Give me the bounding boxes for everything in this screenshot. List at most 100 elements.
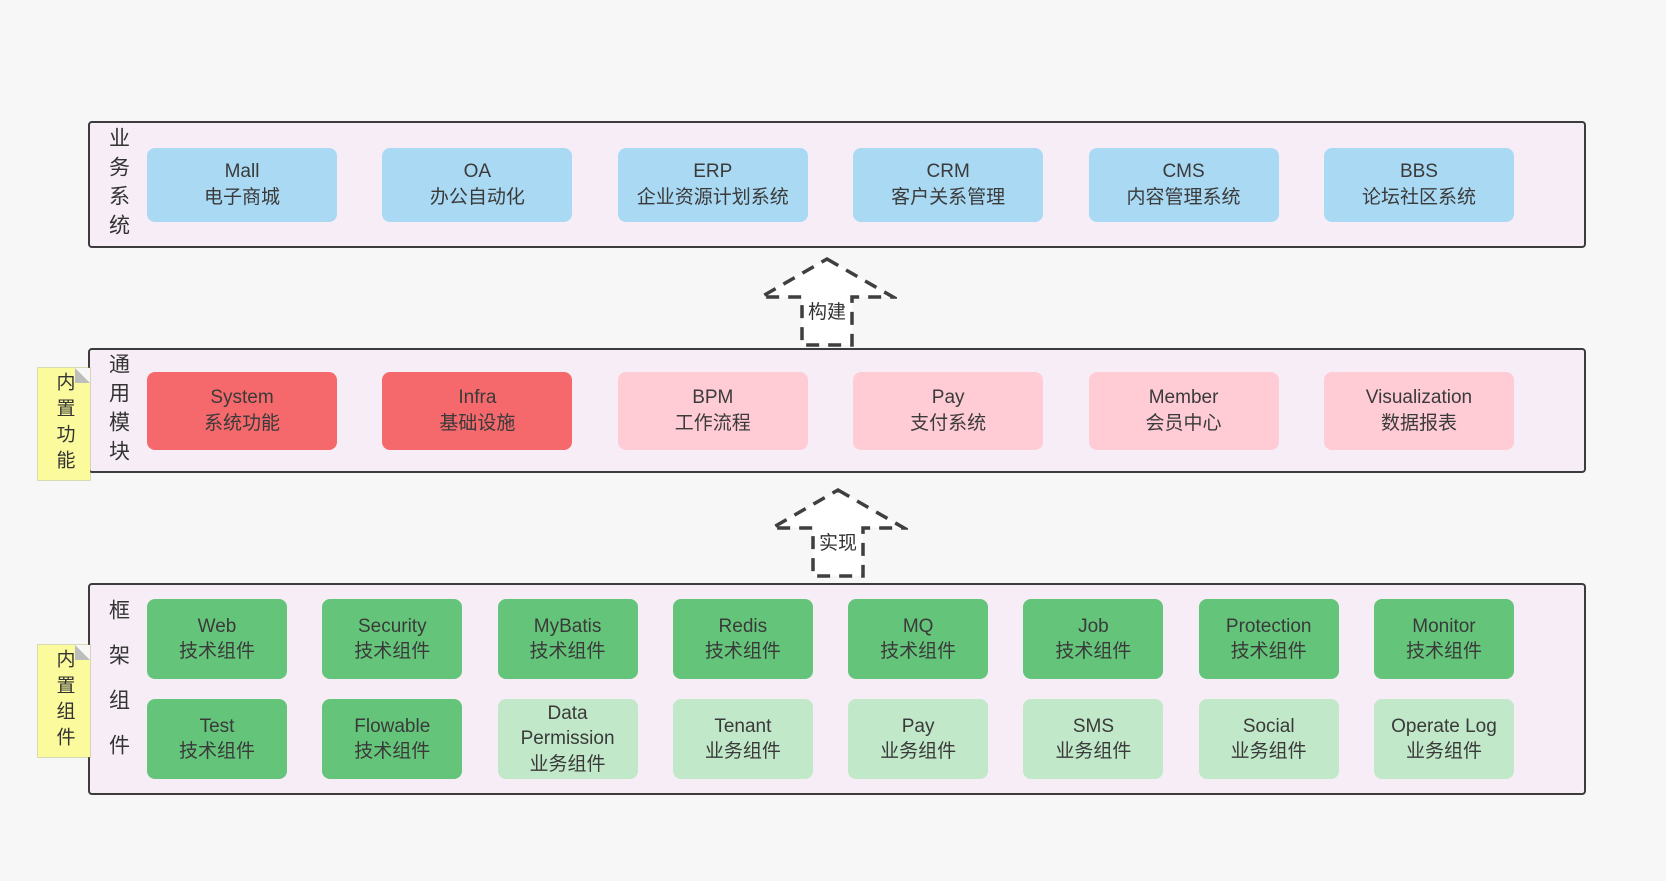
box-title: Protection	[1225, 615, 1312, 637]
box-subtitle: 论坛社区系统	[1361, 186, 1476, 208]
arrow-implement-label: 实现	[815, 528, 861, 555]
box-visualization: Visualization 数据报表	[1323, 371, 1514, 450]
box-title: CRM	[926, 161, 970, 183]
layer-label-column: 通用模块	[90, 350, 146, 471]
box-title: BPM	[692, 387, 734, 409]
box-subtitle: 数据报表	[1380, 412, 1457, 434]
arrow-build: 构建	[757, 256, 897, 348]
box-bpm: BPM 工作流程	[617, 371, 808, 450]
box-subtitle: 客户关系管理	[891, 186, 1006, 208]
biz-components-row: Test 技术组件 Flowable 技术组件 Data Permission …	[147, 699, 1514, 779]
layer-business-systems: 业务系统 Mall 电子商城 OA 办公自动化 ERP 企业资源计划系统 CRM…	[88, 121, 1586, 248]
box-security: Security 技术组件	[322, 599, 463, 679]
box-title: Test	[199, 715, 235, 737]
box-title: Flowable	[354, 715, 431, 737]
box-mq: MQ 技术组件	[848, 599, 989, 679]
box-protection: Protection 技术组件	[1198, 599, 1339, 679]
box-subtitle: 技术组件	[704, 641, 781, 662]
box-erp: ERP 企业资源计划系统	[617, 147, 808, 222]
box-subtitle: 技术组件	[178, 741, 255, 762]
box-social: Social 业务组件	[1198, 699, 1339, 779]
box-subtitle: 会员中心	[1145, 412, 1222, 434]
box-title: Social	[1242, 715, 1295, 737]
box-subtitle: 业务组件	[704, 741, 781, 762]
box-title: CMS	[1162, 161, 1205, 183]
box-member: Member 会员中心	[1088, 371, 1279, 450]
box-title: Redis	[718, 615, 768, 637]
box-title: Data Permission	[520, 703, 615, 750]
box-title: Tenant	[714, 715, 772, 737]
box-title: Pay	[931, 387, 965, 409]
sticky-note-built-in-components: 内置组件	[38, 645, 90, 757]
layer-label-business: 业务系统	[106, 126, 130, 243]
components-boxes-grid: Web 技术组件 Security 技术组件 MyBatis 技术组件 Redi…	[147, 585, 1514, 793]
box-sms: SMS 业务组件	[1023, 699, 1164, 779]
box-subtitle: 技术组件	[1230, 641, 1307, 662]
sticky-note-built-in-features: 内置功能	[38, 368, 90, 480]
box-subtitle: 业务组件	[880, 741, 957, 762]
box-title: Web	[197, 615, 237, 637]
box-subtitle: 系统功能	[203, 412, 280, 434]
box-title: ERP	[693, 161, 733, 183]
tech-components-row: Web 技术组件 Security 技术组件 MyBatis 技术组件 Redi…	[147, 599, 1514, 679]
box-subtitle: 技术组件	[354, 641, 431, 662]
box-subtitle: 业务组件	[1055, 741, 1132, 762]
box-tenant: Tenant 业务组件	[672, 699, 813, 779]
box-title: Visualization	[1365, 387, 1473, 409]
box-crm: CRM 客户关系管理	[853, 147, 1044, 222]
box-subtitle: 内容管理系统	[1126, 186, 1241, 208]
box-title: SMS	[1072, 715, 1114, 737]
box-subtitle: 电子商城	[203, 186, 280, 208]
box-bbs: BBS 论坛社区系统	[1323, 147, 1514, 222]
arrow-build-label: 构建	[804, 297, 850, 324]
box-redis: Redis 技术组件	[672, 599, 813, 679]
box-title: Security	[357, 615, 427, 637]
box-title: System	[210, 387, 274, 409]
box-pay-biz: Pay 业务组件	[848, 699, 989, 779]
box-subtitle: 工作流程	[674, 412, 751, 434]
sticky-note-text: 内置功能	[53, 372, 75, 476]
box-data-permission: Data Permission 业务组件	[497, 699, 638, 779]
box-subtitle: 技术组件	[1055, 641, 1132, 662]
layer-framework-components: 框架组件 Web 技术组件 Security 技术组件 MyBatis 技术组件…	[88, 583, 1586, 795]
box-test: Test 技术组件	[147, 699, 287, 779]
box-system: System 系统功能	[147, 371, 337, 450]
layer-label-column: 业务系统	[90, 123, 146, 246]
box-flowable: Flowable 技术组件	[322, 699, 463, 779]
box-subtitle: 业务组件	[529, 753, 606, 775]
box-title: Job	[1078, 615, 1109, 637]
box-pay: Pay 支付系统	[853, 371, 1044, 450]
box-subtitle: 技术组件	[880, 641, 957, 662]
layer-label-modules: 通用模块	[106, 352, 130, 469]
box-title: MQ	[902, 615, 934, 637]
box-title: Pay	[901, 715, 935, 737]
box-web: Web 技术组件	[147, 599, 287, 679]
layer-label-column: 框架组件	[90, 585, 146, 793]
box-subtitle: 业务组件	[1405, 741, 1482, 762]
box-infra: Infra 基础设施	[382, 371, 573, 450]
box-subtitle: 技术组件	[1405, 641, 1482, 662]
arrow-implement: 实现	[768, 487, 908, 579]
box-subtitle: 技术组件	[178, 641, 255, 662]
box-subtitle: 支付系统	[910, 412, 987, 434]
business-boxes-row: Mall 电子商城 OA 办公自动化 ERP 企业资源计划系统 CRM 客户关系…	[147, 123, 1514, 246]
box-title: Monitor	[1412, 615, 1476, 637]
layer-common-modules: 通用模块 System 系统功能 Infra 基础设施 BPM 工作流程 Pay…	[88, 348, 1586, 473]
box-title: Member	[1148, 387, 1219, 409]
box-operate-log: Operate Log 业务组件	[1373, 699, 1514, 779]
box-subtitle: 技术组件	[354, 741, 431, 762]
sticky-note-text: 内置组件	[53, 649, 75, 753]
box-title: OA	[463, 161, 492, 183]
box-subtitle: 企业资源计划系统	[636, 186, 789, 208]
layer-label-components: 框架组件	[106, 599, 130, 779]
box-mall: Mall 电子商城	[147, 147, 337, 222]
box-title: BBS	[1399, 161, 1438, 183]
box-mybatis: MyBatis 技术组件	[497, 599, 638, 679]
box-subtitle: 基础设施	[439, 412, 516, 434]
box-title: Infra	[458, 387, 497, 409]
box-subtitle: 业务组件	[1230, 741, 1307, 762]
box-monitor: Monitor 技术组件	[1373, 599, 1514, 679]
box-title: Mall	[224, 161, 260, 183]
modules-boxes-row: System 系统功能 Infra 基础设施 BPM 工作流程 Pay 支付系统…	[147, 350, 1514, 471]
box-title: MyBatis	[533, 615, 602, 637]
